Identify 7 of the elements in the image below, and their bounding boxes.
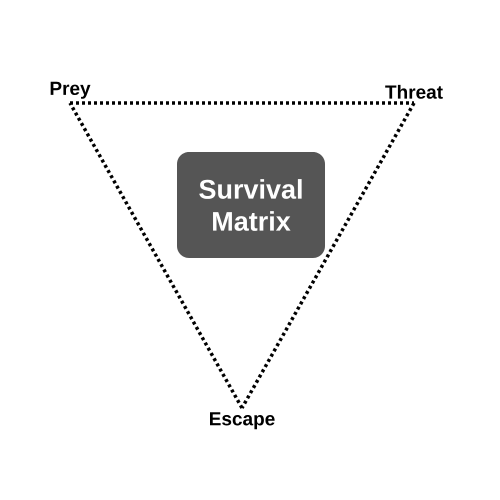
vertex-label: Prey: [50, 82, 90, 99]
dotted-line: [68, 102, 244, 409]
process-box: Survival Matrix: [177, 152, 325, 258]
vertex-label: Escape: [210, 412, 275, 430]
vertex-label: Threat: [385, 84, 443, 99]
dotted-line: [240, 102, 416, 409]
dotted-line: [70, 101, 414, 105]
